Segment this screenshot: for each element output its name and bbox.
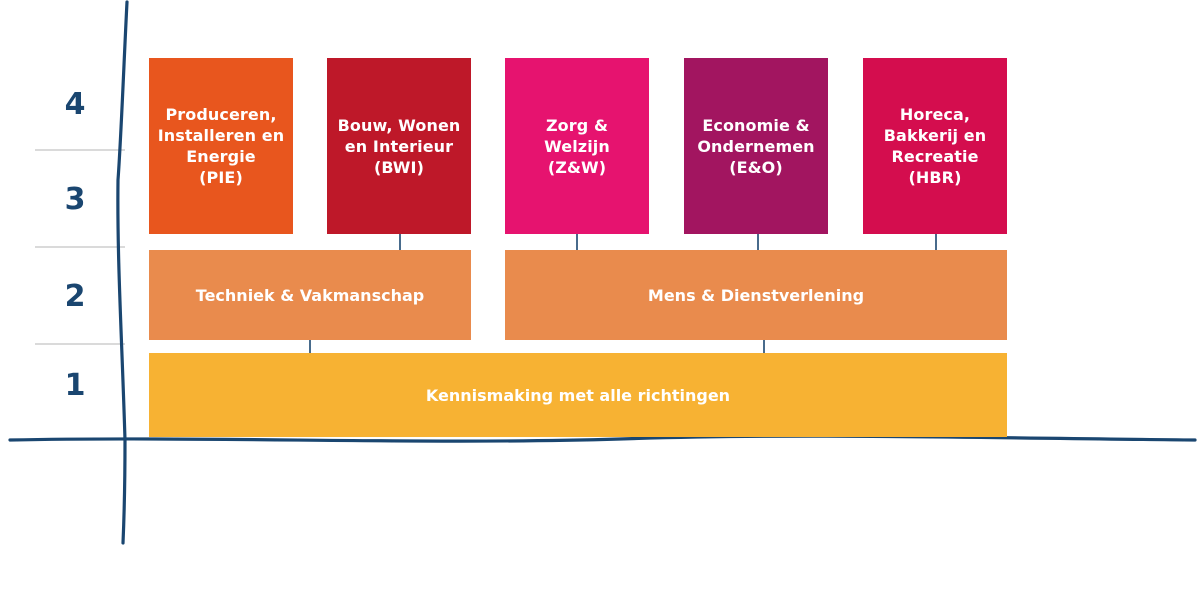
year-label-1: 1 <box>64 368 86 403</box>
profile-hbr-label: Horeca, Bakkerij en Recreatie (HBR) <box>883 105 987 187</box>
year-label-3: 3 <box>64 182 86 217</box>
base-orientation-label: Kennismaking met alle richtingen <box>425 385 731 405</box>
profile-eo: Economie & Ondernemen (E&O) <box>684 58 828 234</box>
track-mens-label: Mens & Dienstverlening <box>647 285 865 305</box>
base-orientation: Kennismaking met alle richtingen <box>149 353 1007 437</box>
profile-zw-label: Zorg & Welzijn (Z&W) <box>544 115 610 177</box>
profile-hbr: Horeca, Bakkerij en Recreatie (HBR) <box>863 58 1007 234</box>
track-mens: Mens & Dienstverlening <box>505 250 1007 340</box>
horizontal-axis <box>8 434 1197 443</box>
profile-bwi-label: Bouw, Wonen en Interieur (BWI) <box>337 115 461 177</box>
year-label-2: 2 <box>64 279 86 314</box>
track-techniek-label: Techniek & Vakmanschap <box>195 285 425 305</box>
track-techniek: Techniek & Vakmanschap <box>149 250 471 340</box>
vertical-axis <box>116 0 129 545</box>
profile-pie: Produceren, Installeren en Energie (PIE) <box>149 58 293 234</box>
profile-eo-label: Economie & Ondernemen (E&O) <box>697 115 815 177</box>
profile-bwi: Bouw, Wonen en Interieur (BWI) <box>327 58 471 234</box>
profile-pie-label: Produceren, Installeren en Energie (PIE) <box>157 105 285 187</box>
year-label-4: 4 <box>64 87 86 122</box>
profile-zw: Zorg & Welzijn (Z&W) <box>505 58 649 234</box>
